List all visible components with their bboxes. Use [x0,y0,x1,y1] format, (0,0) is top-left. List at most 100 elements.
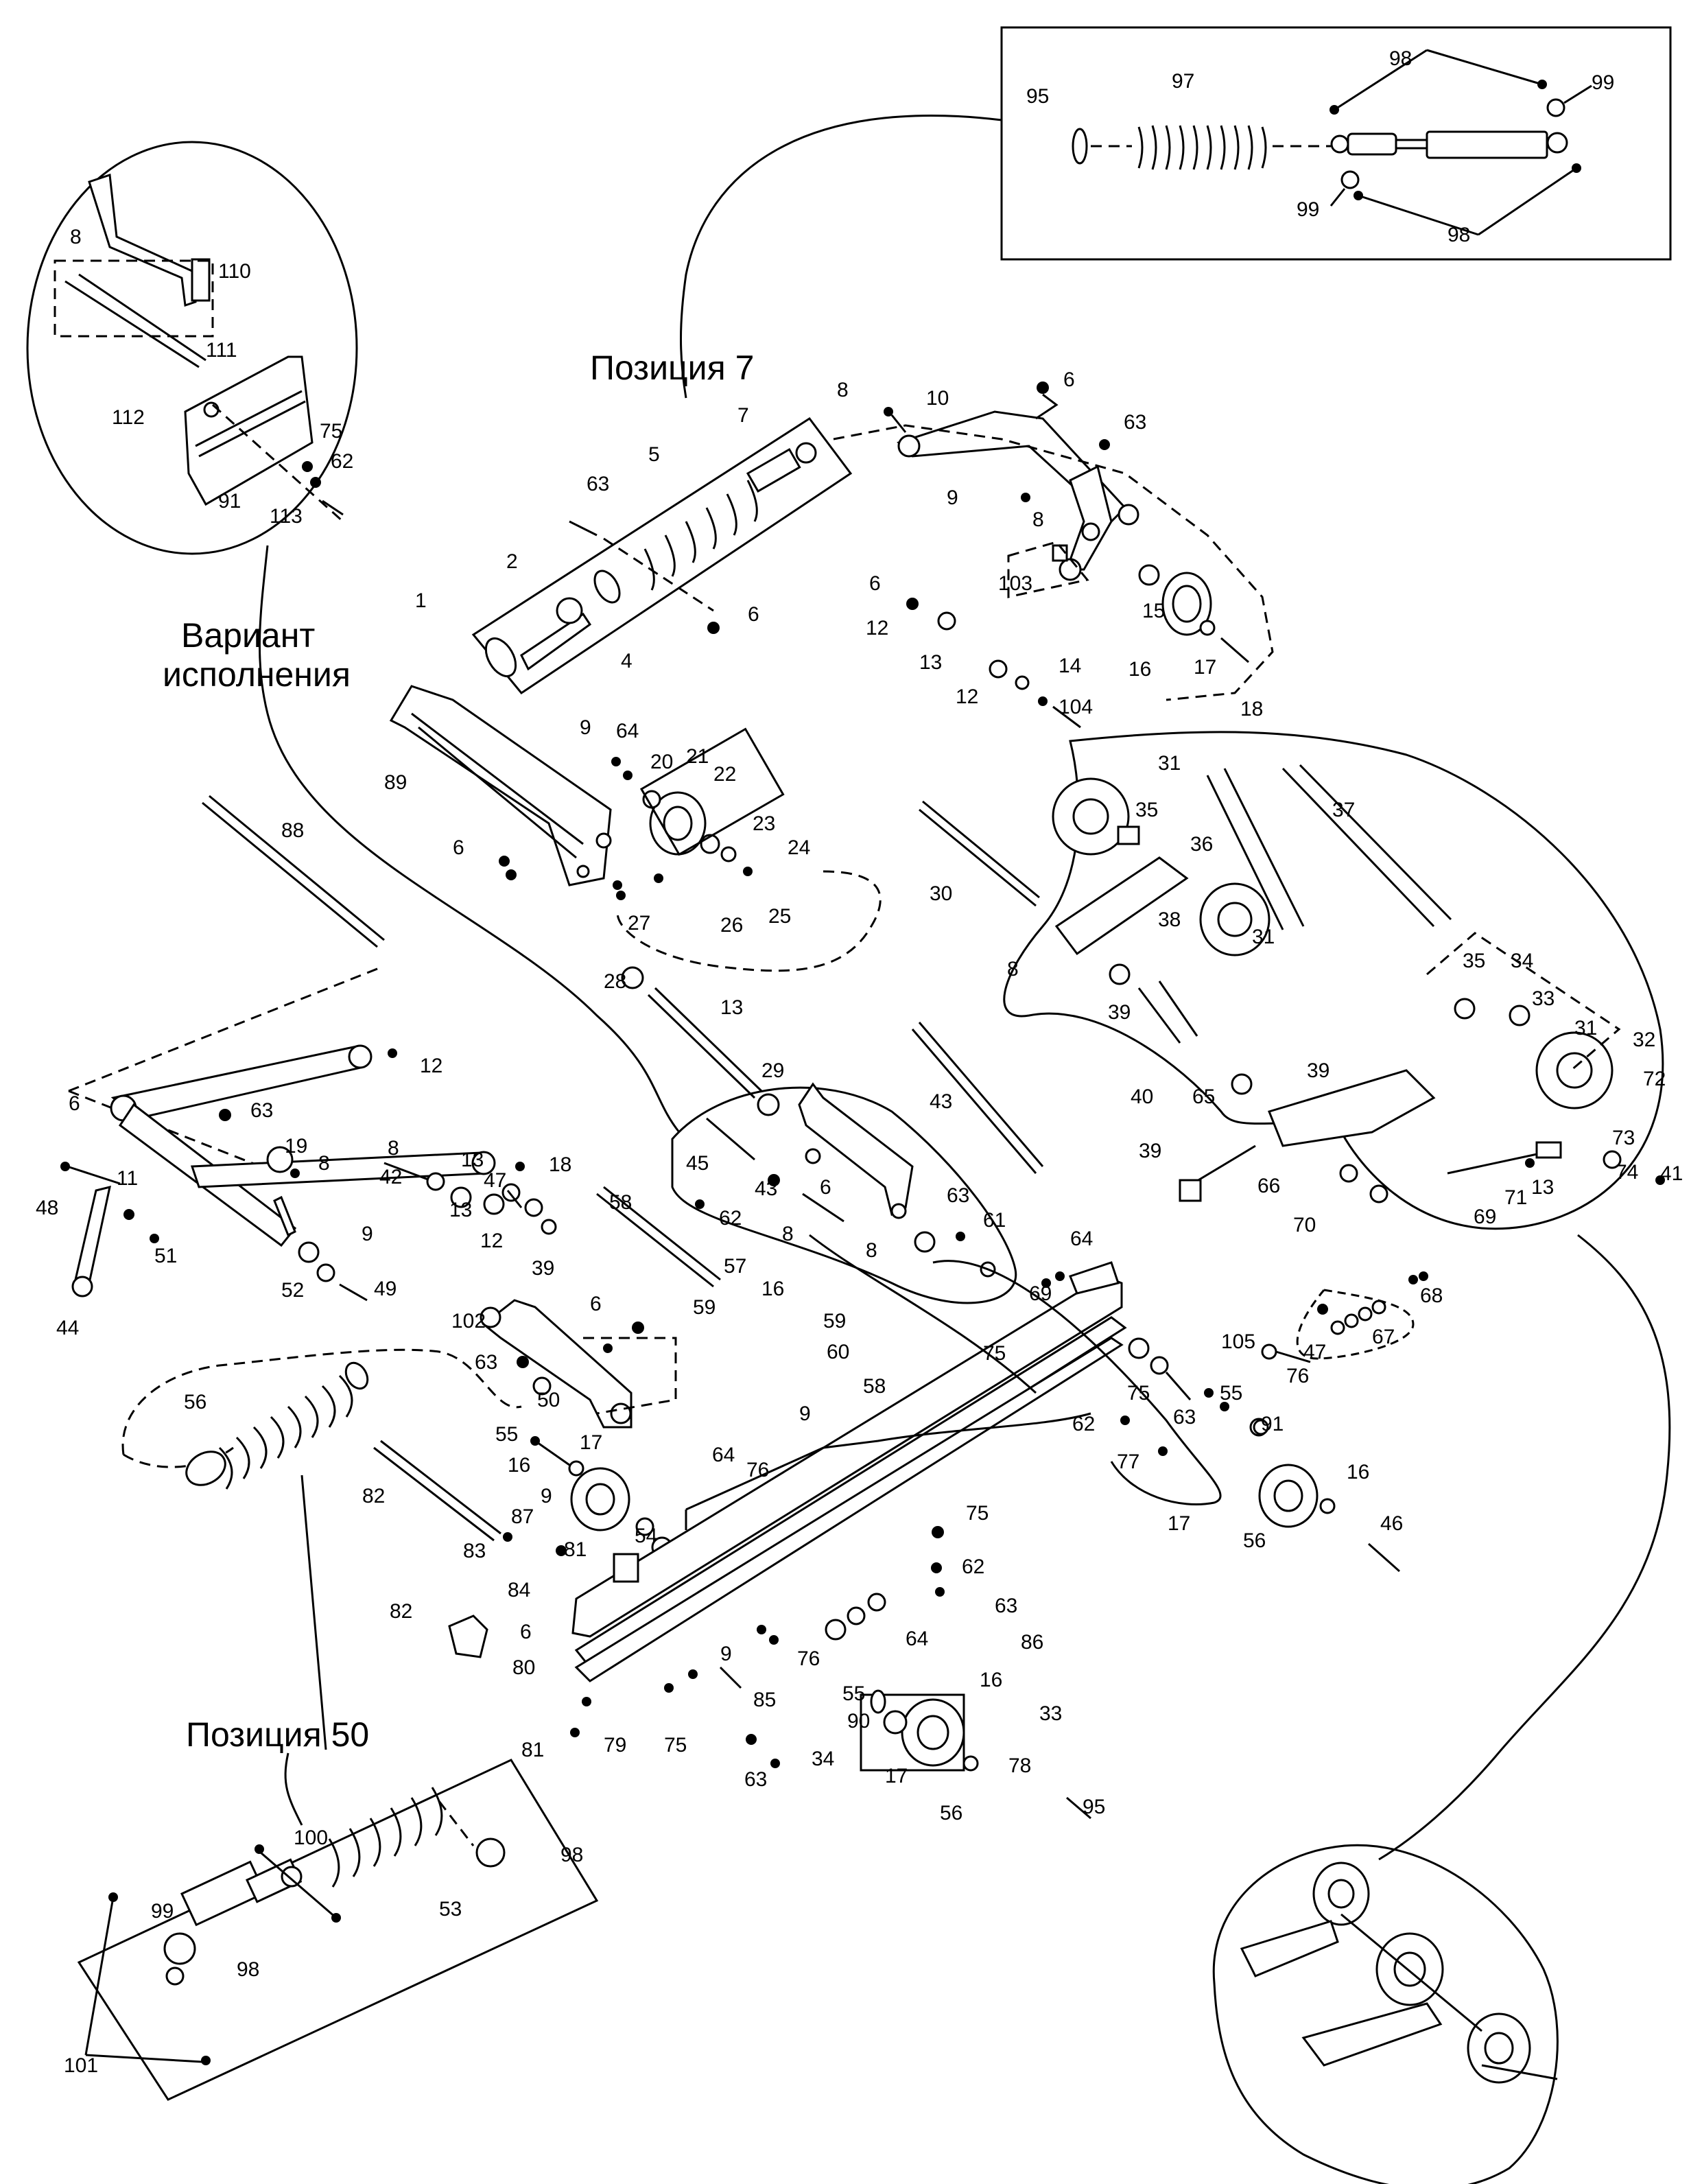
callout: 11 [117,1167,138,1190]
callout: 2 [506,550,518,573]
callout: 48 [36,1197,58,1219]
callout: 99 [1297,198,1319,221]
callout: 86 [1021,1631,1043,1654]
callout: 63 [587,473,609,495]
callout: 34 [812,1748,834,1770]
callout: 31 [1158,752,1181,775]
rear-axles-cluster [919,731,1665,1230]
callout: 40 [1131,1085,1153,1108]
shock-absorber-top [1330,130,1568,159]
callout: 38 [1158,908,1181,931]
callout: 62 [331,450,353,473]
callout: 75 [966,1502,989,1525]
callout: 39 [532,1257,554,1280]
callout: 57 [724,1255,746,1278]
callout: 41 [1660,1162,1683,1185]
caption-variant-line1: Вариант [181,616,315,655]
callout: 105 [1221,1330,1255,1353]
callout: 23 [753,812,775,835]
callout: 63 [475,1351,497,1374]
callout: 98 [1447,224,1470,246]
shock-assembly-7 [471,416,853,695]
callout: 75 [320,420,342,443]
callout: 19 [285,1135,307,1158]
callout: 9 [720,1643,732,1665]
callout: 22 [713,763,736,786]
variant-ellipse [26,141,358,555]
callout: 64 [616,720,639,742]
front-arm-42 [60,966,557,1302]
callout: 76 [797,1647,820,1670]
callout: 102 [451,1310,486,1332]
callout: 5 [648,443,660,466]
callout: 27 [628,912,650,935]
callout: 18 [1240,698,1263,720]
callout: 80 [512,1656,535,1679]
callout: 99 [151,1900,174,1923]
callout: 4 [621,650,633,672]
callout: 6 [453,836,464,859]
callout: 72 [1643,1068,1666,1090]
callout: 16 [1128,658,1151,681]
callout: 36 [1190,833,1213,856]
callout: 59 [693,1296,716,1319]
callout: 76 [746,1459,769,1481]
callout: 77 [1117,1451,1139,1473]
callout: 81 [521,1739,544,1761]
callout: 61 [983,1209,1006,1232]
callout: 52 [281,1279,304,1302]
rear-wheel-kit-101 [1212,1844,1559,2184]
callout: 75 [983,1342,1006,1365]
callout: 111 [206,339,237,362]
callout: 69 [1029,1282,1052,1305]
callout: 87 [511,1505,534,1528]
callout: 83 [463,1540,486,1562]
callout: 56 [184,1391,206,1413]
callout: 21 [686,745,709,768]
callout: 44 [56,1317,79,1339]
callout: 9 [580,716,591,739]
callout: 39 [1139,1140,1161,1162]
upper-group-outline [833,424,1274,701]
callout: 65 [1192,1085,1215,1108]
callout: 56 [1243,1529,1266,1552]
callout: 103 [998,572,1032,595]
callout: 13 [919,651,942,674]
callout: 63 [250,1099,273,1122]
callout: 37 [1332,799,1355,821]
callout: 69 [1474,1206,1496,1228]
callout: 63 [1124,411,1146,434]
caption-position-7: Позиция 7 [590,349,754,387]
slide-rail-assembly [571,1260,1428,1682]
callout: 14 [1059,655,1081,677]
callout: 97 [1172,70,1194,93]
callout: 98 [1389,47,1412,70]
callout: 82 [362,1485,385,1507]
callout: 75 [1127,1382,1150,1405]
callout: 85 [753,1689,776,1711]
caption-position-50: Позиция 50 [186,1715,369,1754]
shock-detail-box-top [1000,26,1672,261]
callout: 67 [1372,1326,1395,1348]
lower-rail-parts [448,1526,1091,1820]
callout: 64 [1070,1228,1093,1250]
callout: 59 [823,1310,846,1332]
callout: 47 [1303,1341,1326,1363]
callout: 62 [962,1555,984,1578]
callout: 34 [1511,950,1533,972]
callout: 99 [1592,71,1614,94]
callout: 81 [564,1538,587,1561]
callout: 47 [484,1169,506,1192]
callout: 6 [820,1176,831,1199]
callout: 63 [744,1768,767,1791]
callout: 62 [1072,1413,1095,1435]
callout: 60 [827,1341,849,1363]
callout: 17 [580,1431,602,1454]
callout: 64 [712,1444,735,1466]
callout: 95 [1026,85,1049,108]
callout: 88 [281,819,304,842]
callout: 64 [906,1628,928,1650]
callout: 43 [930,1090,952,1113]
callout: 8 [70,226,82,248]
callout: 49 [374,1278,397,1300]
